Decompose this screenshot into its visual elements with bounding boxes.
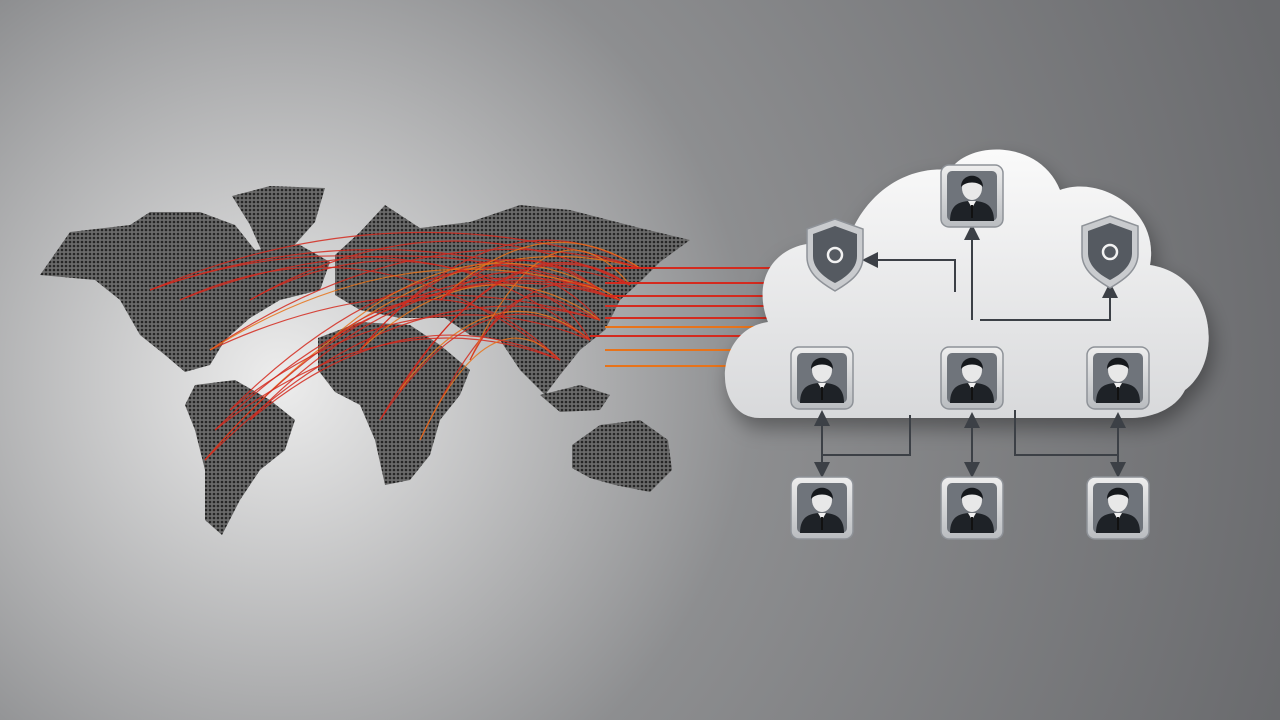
curved-link [379,263,631,421]
user-icon-client-left [790,476,854,540]
user-hair [961,357,983,369]
user-hair [1107,357,1129,369]
curved-link [329,298,561,361]
continent-north-america [40,212,330,372]
curved-link [379,313,591,421]
curved-link [209,294,601,351]
curved-link [329,262,621,341]
user-icon-client-right [1086,476,1150,540]
shield-inner [1088,223,1132,280]
curved-link [439,259,601,301]
cloud-connectors [814,224,1126,478]
curved-link [419,337,561,441]
user-hair [811,357,833,369]
continent-australia [572,420,672,492]
continent-south-america [185,380,295,535]
lock-ring [826,246,844,264]
user-collar [818,513,826,520]
curved-link [249,334,561,421]
user-icon-client-center [940,476,1004,540]
curved-link [209,248,641,351]
user-collar [818,383,826,390]
shield-lock-icon [1081,215,1139,289]
curved-link [419,282,621,441]
user-collar [968,383,976,390]
curved-link [249,240,631,301]
user-hair [1107,487,1129,499]
curved-link [469,249,631,361]
curved-link [149,231,641,291]
connector-line [1014,410,1118,456]
curved-link [439,241,641,301]
user-hair [961,175,983,187]
shield-lock-icon [806,218,864,292]
curved-link [359,284,601,351]
shield-inner [813,226,857,283]
continent-greenland [232,186,325,252]
curved-link [469,295,591,361]
curved-link [229,264,631,411]
curved-link [229,314,591,411]
curved-link [209,268,601,351]
icons [790,164,1150,540]
connector-line [822,415,911,456]
arrow-connector [862,252,956,292]
user-icon-cloud-right [1086,346,1150,410]
arrow-connector [980,282,1118,321]
user-collar [1114,383,1122,390]
user-collar [1114,513,1122,520]
continent-southeast-asia-islands [540,385,610,412]
user-icon-cloud-left [790,346,854,410]
user-hair [811,487,833,499]
user-icon-cloud-top [940,164,1004,228]
world-map [40,186,690,535]
user-hair [961,487,983,499]
continent-africa [318,322,470,485]
curved-link [359,259,601,351]
curved-link [249,280,621,421]
curved-link [249,260,591,341]
curved-link [399,310,591,391]
user-collar [968,201,976,208]
lock-ring [1101,243,1119,261]
user-icon-cloud-center [940,346,1004,410]
user-collar [968,513,976,520]
